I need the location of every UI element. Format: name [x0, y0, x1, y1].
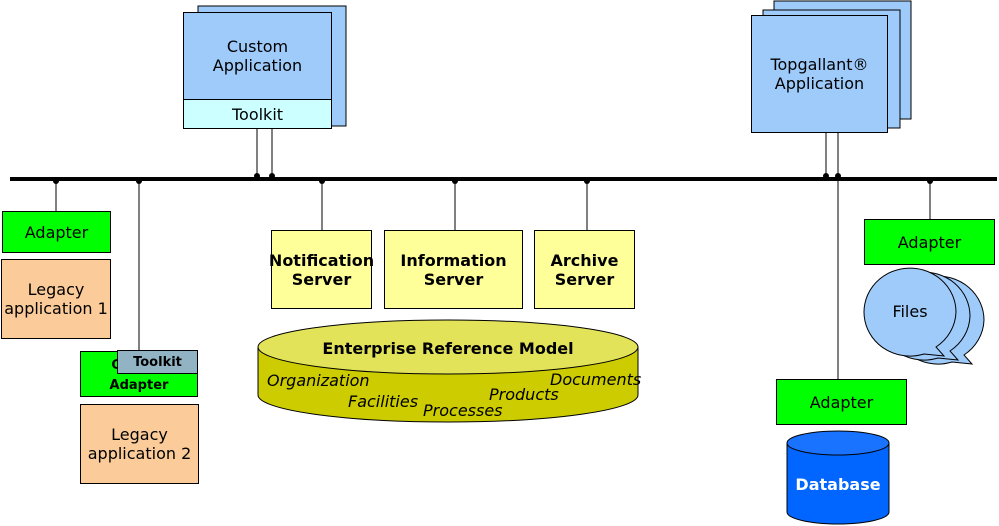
custom-app-toolkit: Toolkit [183, 99, 332, 129]
left-adapter-label: Adapter [24, 222, 89, 242]
custom-application-label: Custom Application [212, 37, 303, 75]
database-cylinder [786, 430, 890, 525]
database-adapter-label: Adapter [809, 392, 874, 412]
files-stack [863, 267, 985, 365]
notification-server: Notification Server [268, 230, 375, 309]
erm-item-processes: Processes [423, 401, 503, 420]
bus-junctions [53, 173, 933, 184]
erm-cylinder [257, 319, 639, 423]
erm-item-products: Products [489, 385, 559, 404]
erm-title: Enterprise Reference Model [322, 339, 574, 358]
archive-server: Archive Server [534, 230, 635, 309]
files-label: Files [892, 302, 928, 321]
legacy-application-2: Legacy application 2 [80, 404, 199, 484]
information-server-label: Information Server [400, 250, 507, 289]
custom-adapter-toolkit: Toolkit [117, 350, 198, 374]
topgallant-application-box: Topgallant® Application [751, 15, 888, 133]
database-adapter: Adapter [776, 379, 907, 425]
notification-server-label: Notification Server [268, 250, 375, 289]
bus-connectors [55, 129, 931, 379]
archive-server-label: Archive Server [550, 250, 619, 289]
files-adapter: Adapter [864, 219, 995, 265]
files-adapter-label: Adapter [897, 232, 962, 252]
custom-adapter-toolkit-label: Toolkit [133, 354, 182, 370]
custom-app-toolkit-label: Toolkit [231, 104, 284, 124]
erm-item-organization: Organization [267, 371, 370, 390]
legacy-application-1: Legacy application 1 [1, 259, 111, 339]
topgallant-application-label: Topgallant® Application [770, 55, 869, 93]
left-adapter: Adapter [2, 211, 111, 253]
information-server: Information Server [384, 230, 523, 309]
legacy-application-1-label: Legacy application 1 [4, 280, 108, 318]
erm-item-facilities: Facilities [348, 392, 419, 411]
erm-item-documents: Documents [550, 370, 642, 389]
custom-application-box: Custom Application [183, 12, 332, 100]
legacy-application-2-label: Legacy application 2 [87, 425, 192, 463]
database-label: Database [795, 475, 881, 494]
